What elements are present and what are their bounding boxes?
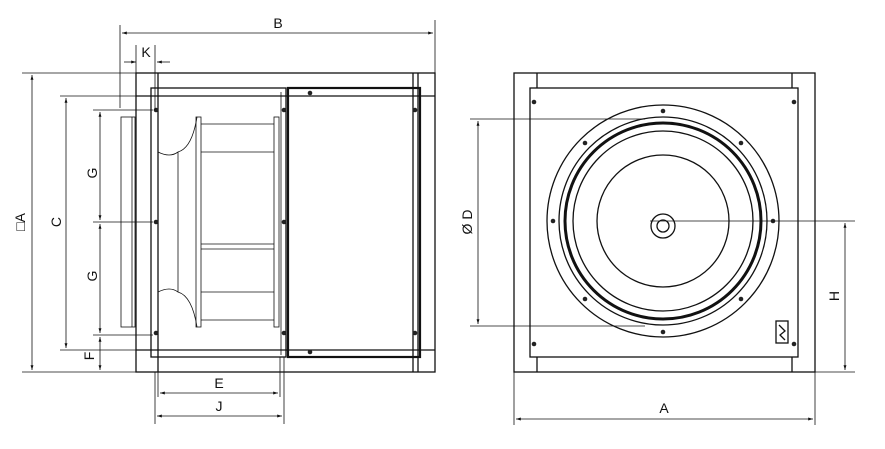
dim-label-e: E [214, 375, 223, 391]
motor-shaft [650, 213, 676, 239]
dim-label-a: □A [12, 212, 28, 230]
dim-label-a-width: A [659, 400, 669, 416]
dim-label-f: F [81, 352, 97, 361]
dimension-lines [470, 118, 855, 425]
dimension-lines [22, 20, 436, 424]
dim-label-h: H [826, 291, 842, 301]
side-view: B K □A C G G F E J [12, 15, 436, 424]
bolts [531, 99, 797, 347]
dim-label-k: K [141, 44, 151, 60]
front-view: Ø D H A [459, 72, 855, 425]
outer-frame [513, 72, 816, 373]
dim-label-d: Ø D [459, 210, 475, 235]
dim-label-j: J [216, 398, 223, 414]
inner-housing [150, 87, 287, 358]
access-door [286, 86, 422, 359]
inlet-plate [529, 87, 799, 358]
dim-label-g-lower: G [84, 271, 100, 282]
impeller [157, 92, 282, 355]
electrical-connection-icon [775, 320, 789, 344]
bolts [153, 90, 418, 355]
dim-label-g-upper: G [84, 168, 100, 179]
outer-frame [135, 72, 436, 373]
dim-label-b: B [273, 15, 282, 31]
dim-label-c: C [48, 217, 64, 227]
